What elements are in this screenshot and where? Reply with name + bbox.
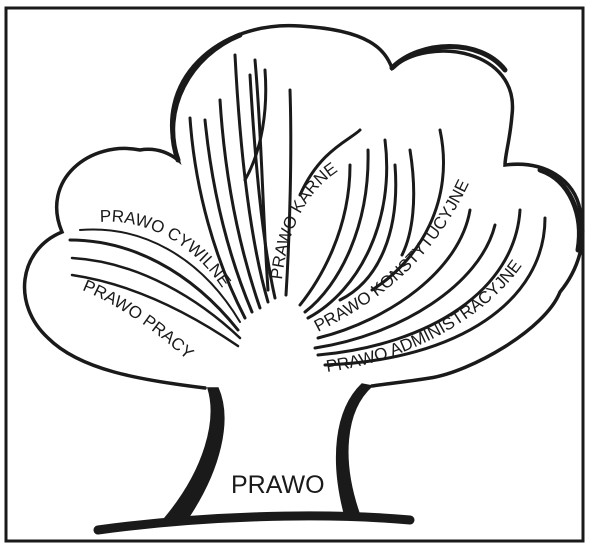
crown-accent-right bbox=[540, 170, 579, 250]
label-prawo-karne: PRAWO KARNE bbox=[267, 159, 341, 281]
label-prawo-pracy: PRAWO PRACY bbox=[80, 276, 197, 363]
trunk-left bbox=[165, 388, 224, 518]
label-prawo-pracy-text: PRAWO PRACY bbox=[80, 276, 197, 363]
trunk-right bbox=[337, 384, 372, 516]
trunk-label: PRAWO bbox=[231, 471, 325, 499]
label-prawo-karne-text: PRAWO KARNE bbox=[267, 159, 341, 281]
ground-line bbox=[98, 516, 410, 530]
